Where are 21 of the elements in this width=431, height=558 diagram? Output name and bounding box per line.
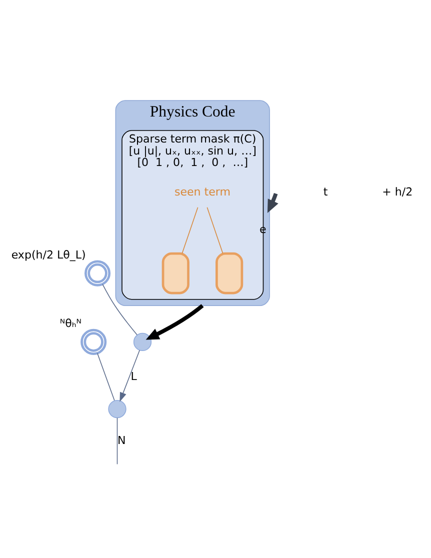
node-circle xyxy=(84,260,111,286)
connector xyxy=(102,283,138,335)
connector xyxy=(182,206,198,254)
label: t xyxy=(323,185,328,198)
node-circle xyxy=(108,399,126,418)
node-box xyxy=(216,252,244,294)
connector xyxy=(116,416,118,464)
arrow xyxy=(267,192,278,212)
node-label: exp(h/2 Lθ_L) xyxy=(11,248,86,261)
node-box xyxy=(162,252,190,294)
node-circle xyxy=(133,332,152,351)
edge-label: N xyxy=(117,433,126,446)
label: + h/2 xyxy=(382,185,413,198)
node-text: seen term xyxy=(174,185,230,198)
edge-label: L xyxy=(130,369,137,382)
arrow xyxy=(146,304,204,340)
node-circle xyxy=(80,328,107,354)
connector xyxy=(96,352,115,400)
arrow xyxy=(120,349,140,402)
connector xyxy=(206,206,224,254)
node-label: ᴺθₕᴺ xyxy=(60,316,82,330)
